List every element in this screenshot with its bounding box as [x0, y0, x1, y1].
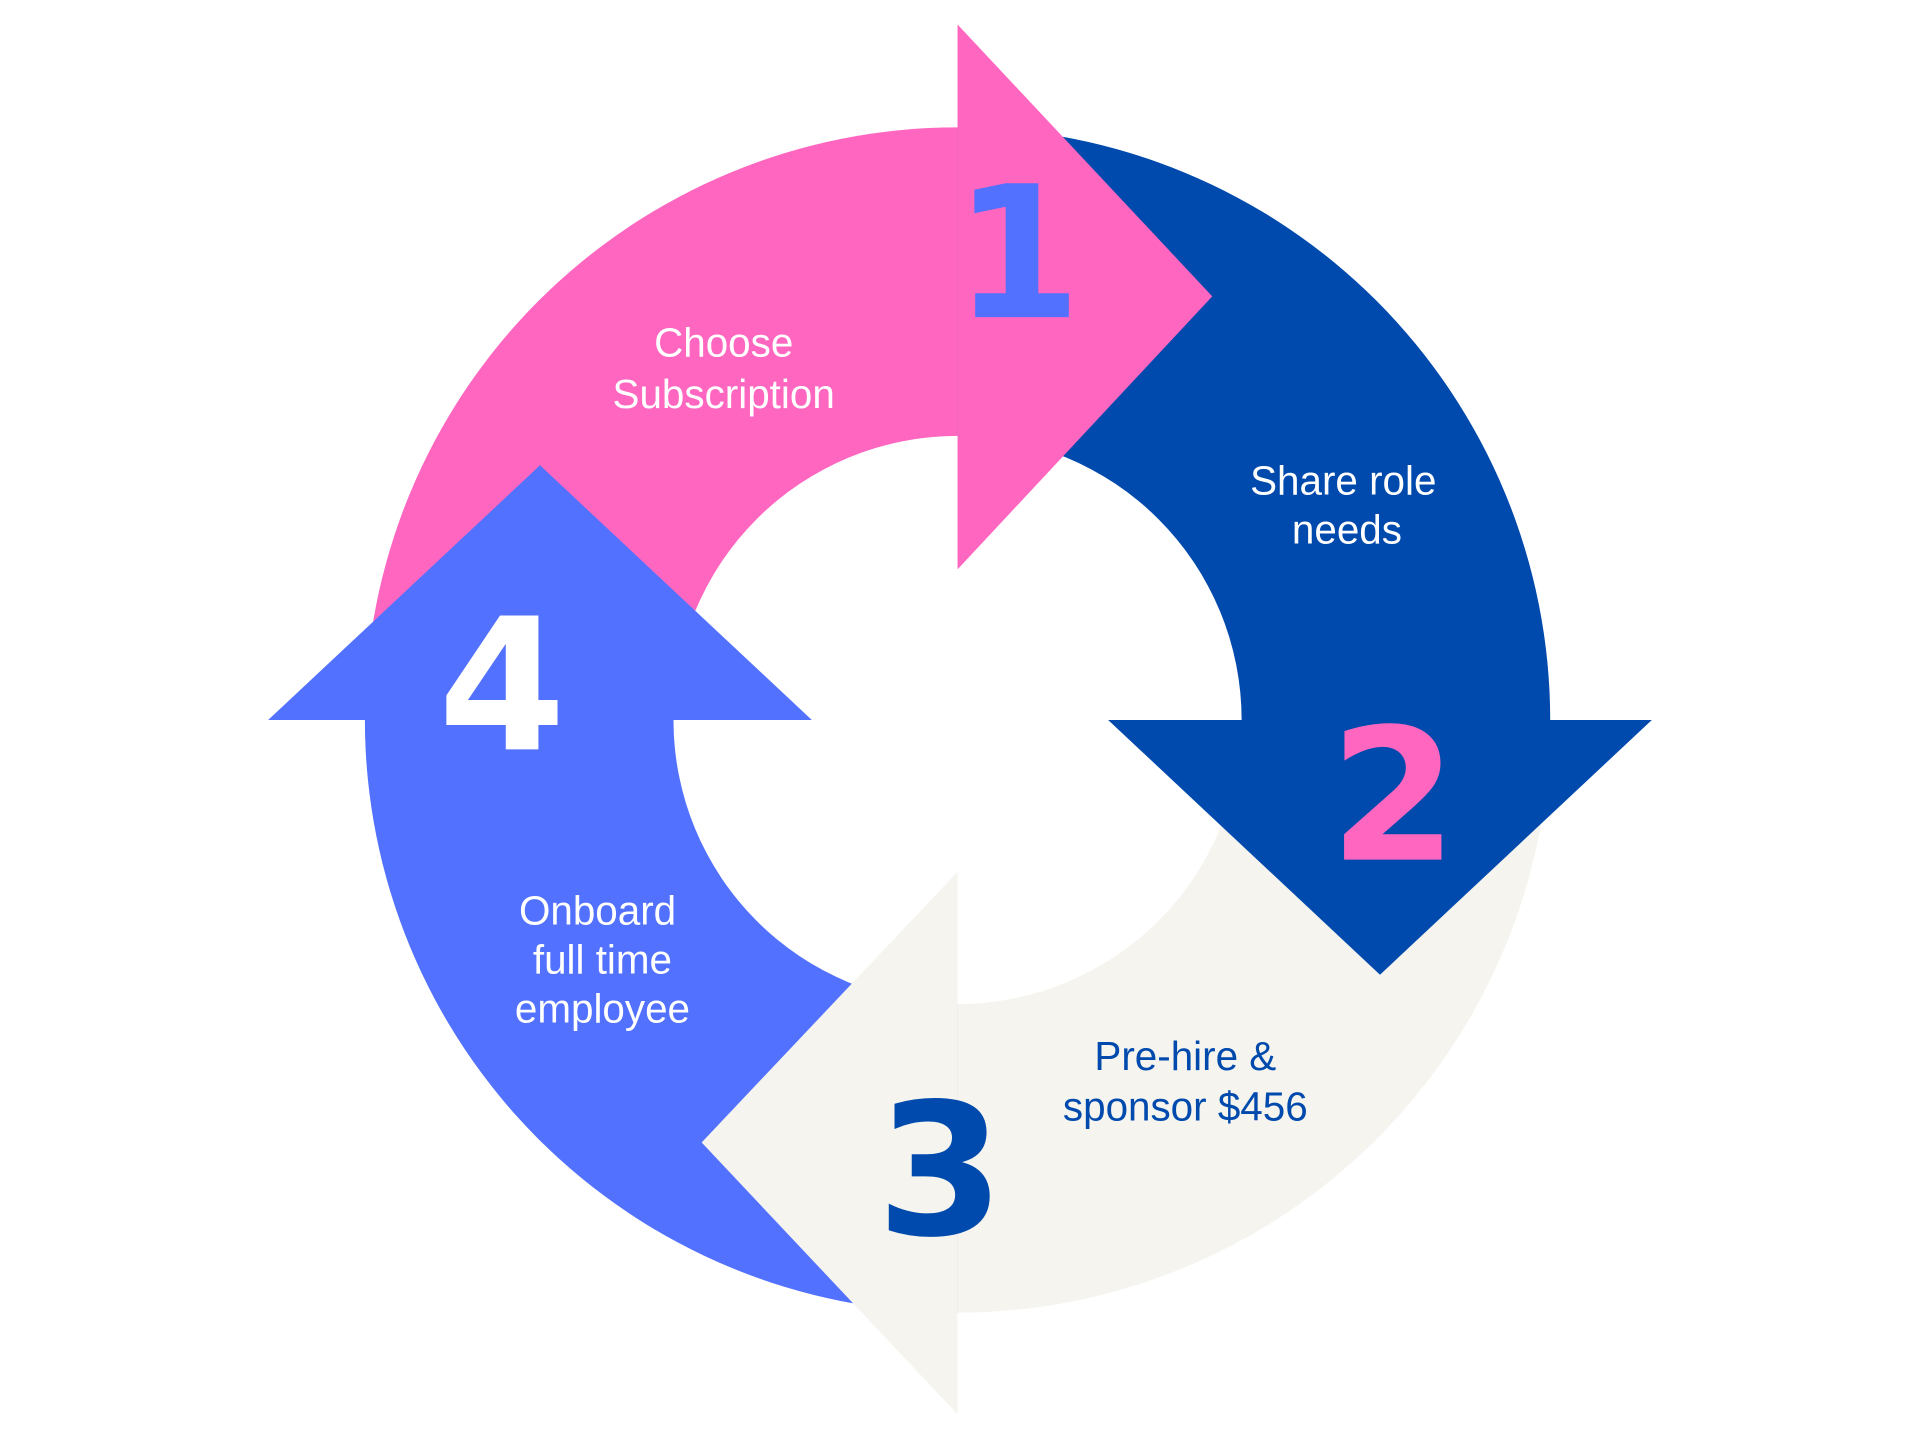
step-3-arrowhead — [701, 871, 958, 1415]
step-2-label-line2: needs — [1292, 507, 1402, 553]
step-3-label-line2: sponsor $456 — [1063, 1083, 1308, 1129]
step-4-label-line3: employee — [515, 985, 690, 1031]
step-1-arrowhead — [957, 24, 1213, 570]
step-4-label-line1: Onboard — [519, 887, 676, 933]
step-1-label-line1: Choose — [654, 319, 793, 365]
step-4-number: 4 — [438, 580, 566, 793]
step-4-arrowhead — [268, 465, 812, 720]
step-4-label-line2: full time — [533, 936, 672, 982]
step-1-number: 1 — [954, 148, 1082, 361]
step-2-label-line1: Share role — [1250, 458, 1436, 504]
step-3-number: 3 — [877, 1065, 1005, 1278]
step-3-label-line1: Pre-hire & — [1094, 1033, 1276, 1079]
step-2-number: 2 — [1330, 691, 1458, 904]
step-2-arrowhead — [1108, 720, 1652, 975]
step-1-label-line2: Subscription — [613, 371, 835, 417]
